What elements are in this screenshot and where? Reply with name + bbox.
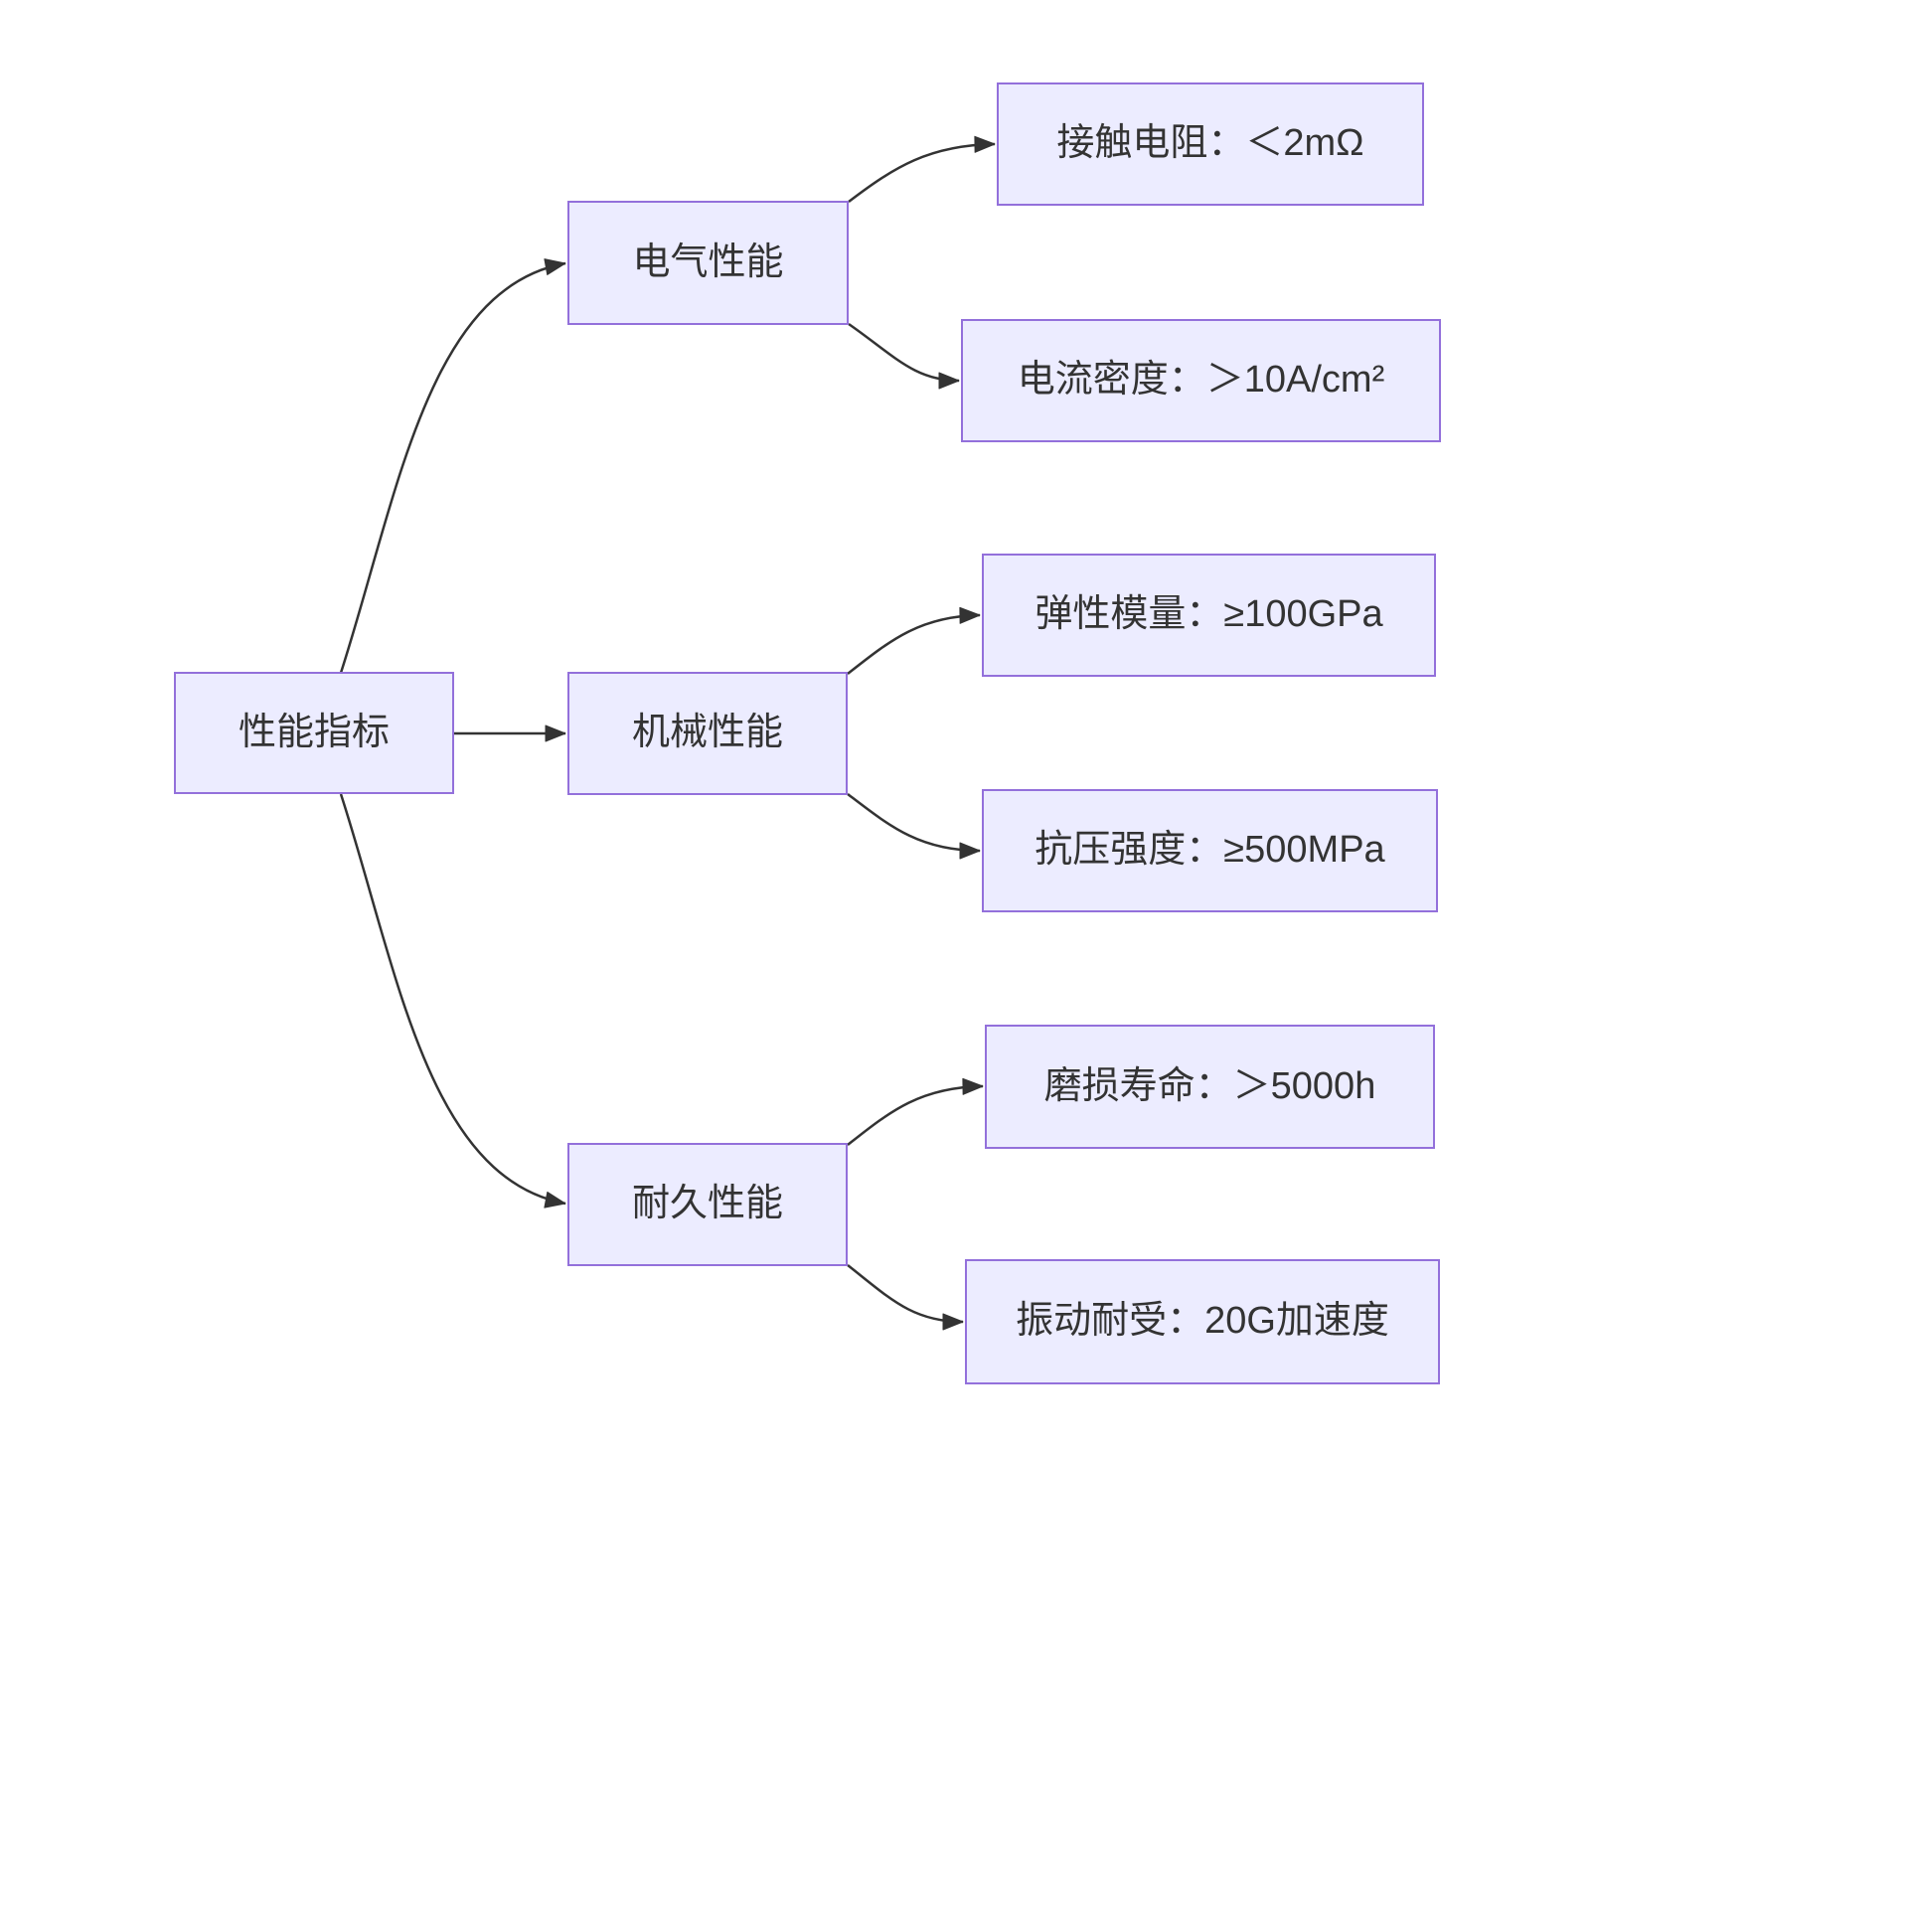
- edge-root-electrical: [339, 258, 566, 674]
- node-vibration-tolerance: 振动耐受：20G加速度: [965, 1259, 1440, 1384]
- node-performance-metrics-label: 性能指标: [238, 711, 390, 753]
- node-contact-resistance-label: 接触电阻：＜2mΩ: [1056, 122, 1364, 165]
- node-vibration-tolerance-label: 振动耐受：20G加速度: [1016, 1300, 1389, 1343]
- node-current-density: 电流密度：＞10A/cm²: [961, 319, 1441, 442]
- node-mechanical-performance: 机械性能: [567, 672, 848, 795]
- node-mechanical-performance-label: 机械性能: [631, 712, 783, 754]
- edge-electrical-current-density: [848, 322, 960, 390]
- node-wear-life: 磨损寿命：＞5000h: [985, 1025, 1435, 1149]
- edge-durability-wear-life: [847, 1077, 984, 1146]
- node-compressive-strength: 抗压强度：≥500MPa: [982, 789, 1438, 912]
- node-contact-resistance: 接触电阻：＜2mΩ: [997, 82, 1424, 206]
- node-electrical-performance: 电气性能: [567, 201, 849, 325]
- node-compressive-strength-label: 抗压强度：≥500MPa: [1035, 829, 1385, 872]
- node-durability-performance: 耐久性能: [567, 1143, 848, 1266]
- node-durability-performance-label: 耐久性能: [631, 1183, 783, 1225]
- node-performance-metrics: 性能指标: [174, 672, 454, 794]
- node-electrical-performance-label: 电气性能: [632, 241, 784, 283]
- node-wear-life-label: 磨损寿命：＞5000h: [1043, 1064, 1376, 1107]
- edge-mechanical-elastic-modulus: [847, 606, 981, 675]
- node-current-density-label: 电流密度：＞10A/cm²: [1017, 359, 1385, 402]
- node-elastic-modulus-label: 弹性模量：≥100GPa: [1035, 593, 1383, 636]
- edge-mechanical-compressive-strength: [847, 793, 981, 860]
- edge-durability-vibration-tolerance: [847, 1264, 964, 1331]
- edge-electrical-contact-resistance: [848, 135, 996, 203]
- edge-root-durability: [339, 793, 566, 1208]
- node-elastic-modulus: 弹性模量：≥100GPa: [982, 554, 1436, 677]
